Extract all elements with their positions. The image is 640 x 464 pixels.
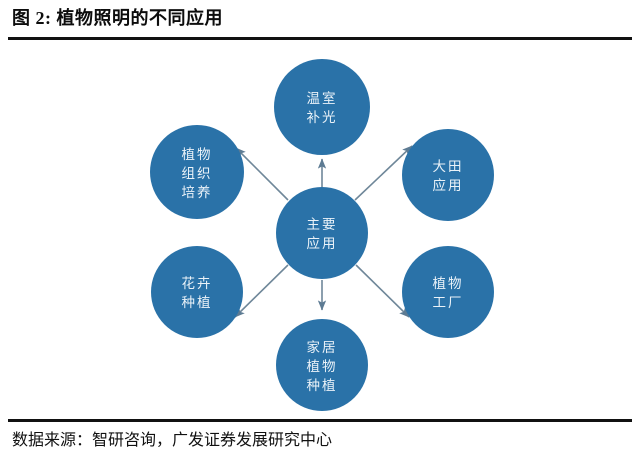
node-label-line: 植物 xyxy=(307,359,338,374)
node-plant-factory[interactable]: 植物 工厂 xyxy=(402,246,494,338)
node-label-line: 植物 xyxy=(182,147,213,162)
node-label-line: 补光 xyxy=(307,110,338,125)
diagram-canvas: 温室 补光 大田 应用 植物 工厂 家居 植物 种植 xyxy=(0,42,640,418)
edge-group xyxy=(234,145,413,318)
node-label-line: 培养 xyxy=(182,185,213,200)
hub-and-spoke-diagram: 温室 补光 大田 应用 植物 工厂 家居 植物 种植 xyxy=(150,59,494,411)
node-flower-cultivation[interactable]: 花卉 种植 xyxy=(151,246,243,338)
node-label-line: 主要 xyxy=(307,217,338,232)
node-label-line: 家居 xyxy=(307,339,338,355)
node-label-line: 种植 xyxy=(307,378,338,393)
node-home-plant-cultivation[interactable]: 家居 植物 种植 xyxy=(276,319,368,411)
node-plant-tissue-culture[interactable]: 植物 组织 培养 xyxy=(150,125,244,219)
edge-center-to-flower xyxy=(234,264,289,318)
node-field-application[interactable]: 大田 应用 xyxy=(402,129,494,221)
edge-center-to-plant-factory xyxy=(355,264,410,318)
node-label-line: 工厂 xyxy=(433,295,464,310)
figure-title: 图 2: 植物照明的不同应用 xyxy=(12,8,223,28)
edge-center-to-field xyxy=(354,145,413,201)
node-center-main-applications[interactable]: 主要 应用 xyxy=(276,187,368,279)
node-label-line: 应用 xyxy=(433,177,464,193)
node-label-line: 种植 xyxy=(182,295,213,310)
node-label-line: 应用 xyxy=(307,235,338,251)
figure-source: 数据来源：智研咨询，广发证券发展研究中心 xyxy=(12,432,333,449)
source-divider xyxy=(8,419,632,422)
node-label-line: 植物 xyxy=(433,276,464,291)
node-label-line: 花卉 xyxy=(182,276,213,291)
title-divider xyxy=(8,37,632,40)
edge-center-to-tissue-culture xyxy=(235,147,289,201)
node-label-line: 组织 xyxy=(182,166,213,181)
node-greenhouse-supplemental-light[interactable]: 温室 补光 xyxy=(274,59,370,155)
node-label-line: 大田 xyxy=(433,159,464,174)
node-label-line: 温室 xyxy=(307,90,338,106)
